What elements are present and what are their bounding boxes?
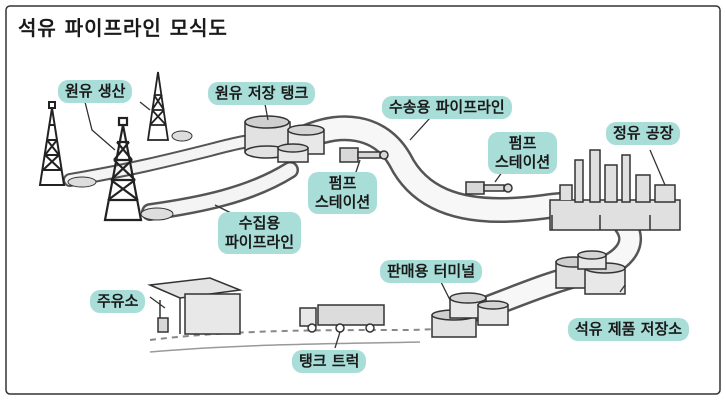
gas-station [147, 277, 243, 335]
label-gathering-pipeline-line2: 파이프라인 [225, 233, 295, 251]
gathering-pipe-upper-inner [65, 135, 275, 185]
label-sales-terminal: 판매용 터미널 [380, 260, 483, 283]
pump-station-right [465, 181, 513, 195]
label-pump-station-right-line1: 펌프 [508, 134, 537, 152]
label-pump-station-left-line2: 스테이션 [315, 193, 371, 211]
pump-station-left [339, 147, 389, 163]
sales-terminal-tanks [431, 292, 509, 338]
derrick-left [38, 101, 66, 186]
label-pump-station-left: 펌프 스테이션 [308, 172, 378, 214]
label-product-storage: 석유 제품 저장소 [568, 318, 690, 341]
frame-border [5, 5, 721, 395]
label-gathering-pipeline: 수집용 파이프라인 [218, 212, 302, 254]
wellhead-tank-2 [140, 207, 174, 221]
label-gathering-pipeline-line1: 수집용 [238, 214, 281, 232]
label-pump-station-right-line2: 스테이션 [495, 153, 551, 171]
label-crude-storage-tank: 원유 저장 탱크 [208, 82, 316, 105]
label-pump-station-left-line1: 펌프 [328, 174, 357, 192]
label-tank-truck: 탱크 트럭 [292, 350, 367, 373]
derrick-center [103, 116, 143, 222]
label-refinery: 정유 공장 [606, 122, 681, 145]
label-crude-production: 원유 생산 [58, 80, 133, 103]
diagram-title: 석유 파이프라인 모식도 [18, 16, 228, 40]
wellhead-tank-3 [171, 130, 193, 142]
derrick-back [146, 71, 170, 141]
refinery [549, 149, 681, 231]
leader-lines [84, 101, 666, 349]
crude-storage-tanks [244, 115, 325, 163]
wellhead-tank-1 [67, 176, 97, 188]
tank-truck [299, 304, 385, 333]
product-storage-tanks [555, 250, 626, 295]
label-transport-pipeline: 수송용 파이프라인 [382, 96, 512, 119]
transport-pipe-inner [289, 117, 571, 221]
label-gas-station: 주유소 [90, 290, 146, 313]
label-pump-station-right: 펌프 스테이션 [488, 132, 558, 174]
road-edge [149, 341, 421, 353]
